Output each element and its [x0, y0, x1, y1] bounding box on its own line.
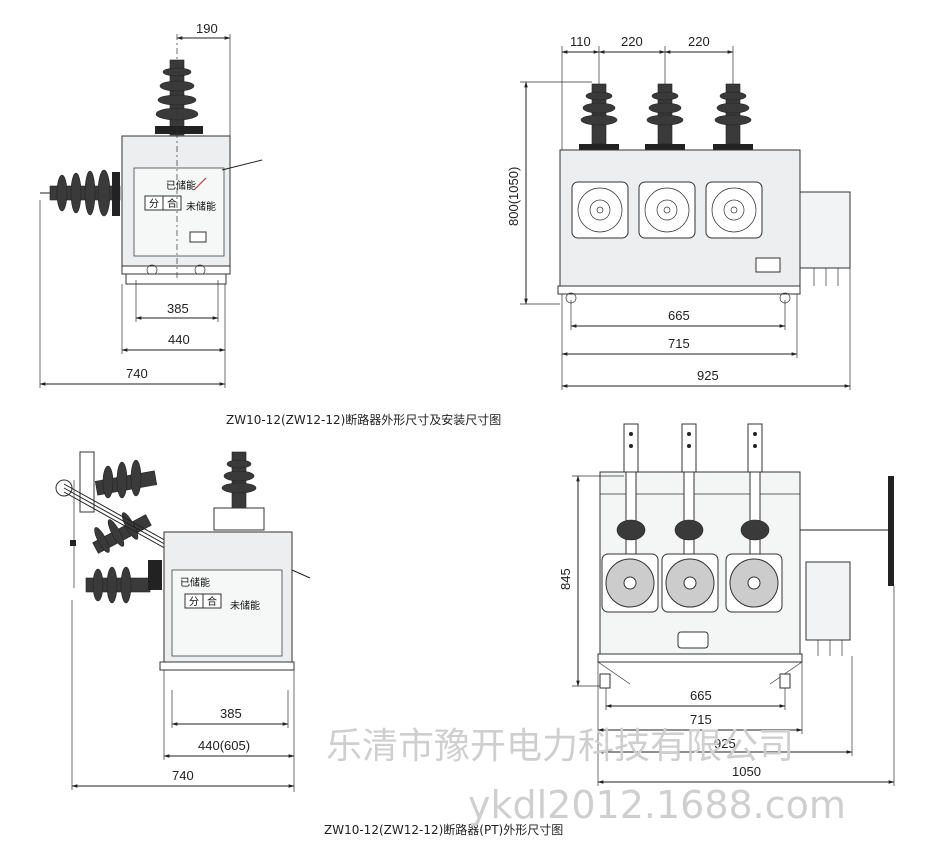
- front-view-top: 110 220 220 800(1050) 665 715 925: [506, 34, 851, 390]
- watermark-site: ykdl2012.1688.com: [468, 783, 846, 827]
- terminals: [623, 423, 763, 473]
- dim-220-a: 220: [621, 34, 643, 49]
- dim-665: 665: [668, 308, 690, 323]
- dim-110: 110: [570, 34, 591, 49]
- dim-385-b: 385: [220, 706, 242, 721]
- dim-740: 740: [126, 366, 148, 381]
- watermark-company: 乐清市豫开电力科技有限公司: [326, 726, 794, 767]
- stored-energy-label: 已储能: [166, 179, 196, 192]
- dim-385: 385: [167, 301, 189, 316]
- dim-800-1050: 800(1050): [506, 167, 521, 226]
- side-view-bottom: 已储能 分 合 未储能 385 440(605) 740: [55, 451, 311, 792]
- not-stored-label: 未储能: [186, 200, 216, 213]
- dim-440: 440: [168, 332, 190, 347]
- dim-440-605: 440(605): [198, 738, 250, 753]
- ct-windows-2: [601, 553, 783, 613]
- caption-bottom: ZW10-12(ZW12-12)断路器(PT)外形尺寸图: [324, 822, 563, 837]
- close-label: 合: [167, 197, 177, 210]
- control-box: [799, 191, 851, 269]
- dim-665-b: 665: [690, 688, 712, 703]
- rods: [616, 471, 770, 603]
- dim-845: 845: [558, 568, 573, 590]
- side-view-top: 已储能 分 合 未储能 190 385 440 740: [39, 21, 263, 388]
- ct-windows: [571, 181, 763, 239]
- vertical-insulator: [155, 59, 203, 136]
- open-label-2: 分: [189, 596, 199, 608]
- dim-925-b: 925: [714, 736, 736, 751]
- dim-220-b: 220: [688, 34, 710, 49]
- dim-1050: 1050: [732, 764, 761, 779]
- caption-top: ZW10-12(ZW12-12)断路器外形尺寸及安装尺寸图: [226, 412, 501, 427]
- dim-715: 715: [668, 336, 690, 351]
- open-label: 分: [149, 198, 159, 210]
- control-box-2: [805, 561, 851, 641]
- stored-energy-label-2: 已储能: [180, 576, 210, 589]
- horizontal-insulator: [40, 169, 121, 217]
- front-view-bottom: 845 665 715 925 1050: [558, 423, 895, 786]
- not-stored-label-2: 未储能: [230, 599, 260, 612]
- close-label-2: 合: [207, 595, 217, 608]
- dim-715-b: 715: [690, 712, 712, 727]
- dim-925: 925: [697, 368, 719, 383]
- three-insulators: [579, 83, 753, 150]
- vertical-insulator-2: [213, 451, 265, 531]
- dim-190: 190: [196, 21, 218, 36]
- dim-740-b: 740: [172, 768, 194, 783]
